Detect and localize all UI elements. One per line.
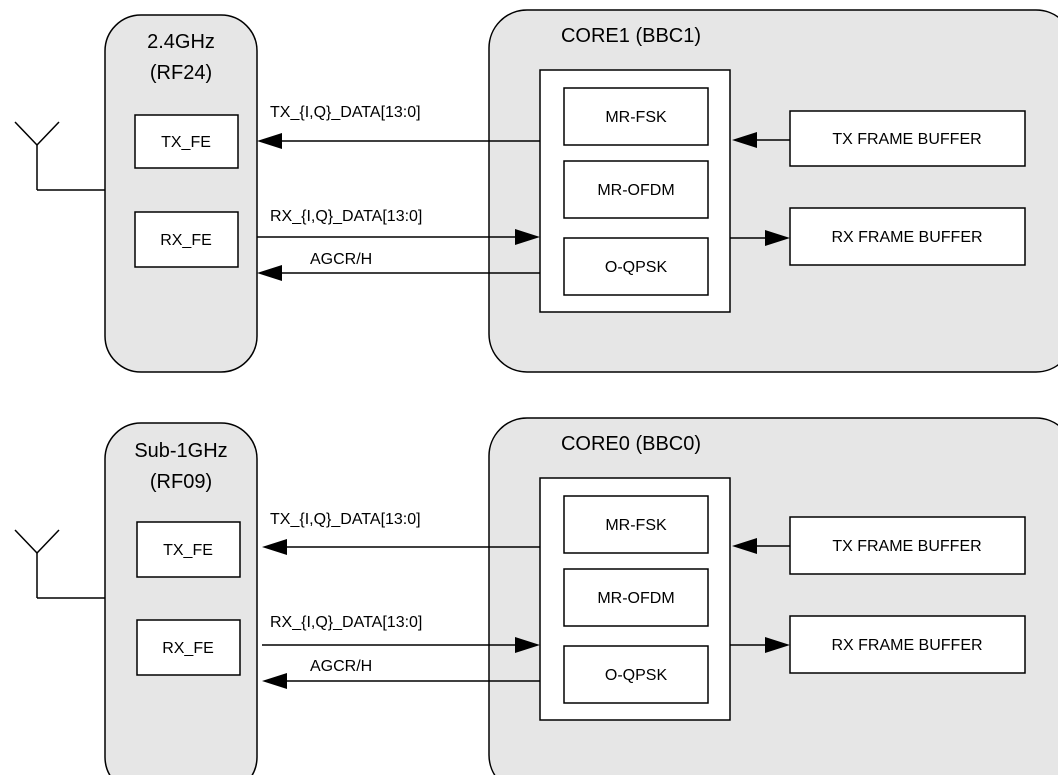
tx-data-arrow-lower	[262, 539, 287, 555]
tx-frame-buffer-label-lower: TX FRAME BUFFER	[832, 538, 981, 555]
tx-buffer-arrow-lower	[732, 538, 757, 554]
tx-fe-box-upper	[134, 114, 239, 169]
mr-fsk-box-upper	[563, 87, 709, 146]
mr-ofdm-box-upper	[563, 160, 709, 219]
mr-fsk-label-lower: MR-FSK	[605, 517, 667, 534]
o-qpsk-label-lower: O-QPSK	[605, 667, 668, 684]
agc-label-lower: AGCR/H	[310, 658, 372, 675]
rx-fe-label-upper: RX_FE	[160, 232, 212, 249]
rx-data-label-upper: RX_{I,Q}_DATA[13:0]	[270, 208, 422, 225]
mr-ofdm-label-lower: MR-OFDM	[597, 590, 674, 607]
tx-fe-box-lower	[136, 521, 241, 578]
rx-fe-box-upper	[134, 211, 239, 268]
rf09-title-line1: Sub-1GHz	[134, 440, 227, 462]
rx-data-arrow-upper	[515, 229, 540, 245]
rx-data-arrow-lower	[515, 637, 540, 653]
rx-buffer-arrow-lower	[765, 637, 790, 653]
rf24-title-line2: (RF24)	[150, 62, 212, 84]
core0-title: CORE0 (BBC0)	[561, 433, 701, 455]
tx-data-label-upper: TX_{I,Q}_DATA[13:0]	[270, 104, 421, 121]
tx-data-label-lower: TX_{I,Q}_DATA[13:0]	[270, 511, 421, 528]
rx-buffer-arrow-upper	[765, 230, 790, 246]
tx-frame-buffer-label-upper: TX FRAME BUFFER	[832, 131, 981, 148]
rf24-title-line1: 2.4GHz	[147, 31, 215, 53]
tx-frame-buffer-box-upper	[789, 110, 1026, 167]
rx-frame-buffer-box-upper	[789, 207, 1026, 266]
rf24-block	[104, 14, 258, 373]
rx-frame-buffer-box-lower	[789, 615, 1026, 674]
mr-ofdm-label-upper: MR-OFDM	[597, 182, 674, 199]
o-qpsk-label-upper: O-QPSK	[605, 259, 668, 276]
mr-ofdm-box-lower	[563, 568, 709, 627]
agc-arrow-lower	[262, 673, 287, 689]
rx-frame-buffer-label-upper: RX FRAME BUFFER	[831, 229, 982, 246]
rx-fe-box-lower	[136, 619, 241, 676]
upper-section: 2.4GHz (RF24) TX_FE RX_FE CORE1 (BBC1) M…	[14, 9, 1058, 373]
lower-section: Sub-1GHz (RF09) TX_FE RX_FE CORE0 (BBC0)…	[14, 417, 1058, 775]
agc-label-upper: AGCR/H	[310, 251, 372, 268]
antenna-icon-upper	[14, 121, 105, 191]
antenna-icon-lower	[14, 529, 105, 599]
rx-frame-buffer-label-lower: RX FRAME BUFFER	[831, 637, 982, 654]
tx-frame-buffer-box-lower	[789, 516, 1026, 575]
core1-title: CORE1 (BBC1)	[561, 25, 701, 47]
tx-fe-label-lower: TX_FE	[163, 542, 213, 559]
tx-data-arrow-upper	[257, 133, 282, 149]
o-qpsk-box-upper	[563, 237, 709, 296]
rx-fe-label-lower: RX_FE	[162, 640, 214, 657]
rx-data-label-lower: RX_{I,Q}_DATA[13:0]	[270, 614, 422, 631]
mr-fsk-label-upper: MR-FSK	[605, 109, 667, 126]
agc-arrow-upper	[257, 265, 282, 281]
mr-fsk-box-lower	[563, 495, 709, 554]
tx-buffer-arrow-upper	[732, 132, 757, 148]
rf09-block	[104, 422, 258, 775]
o-qpsk-box-lower	[563, 645, 709, 704]
tx-fe-label-upper: TX_FE	[161, 134, 211, 151]
rf09-title-line2: (RF09)	[150, 471, 212, 493]
